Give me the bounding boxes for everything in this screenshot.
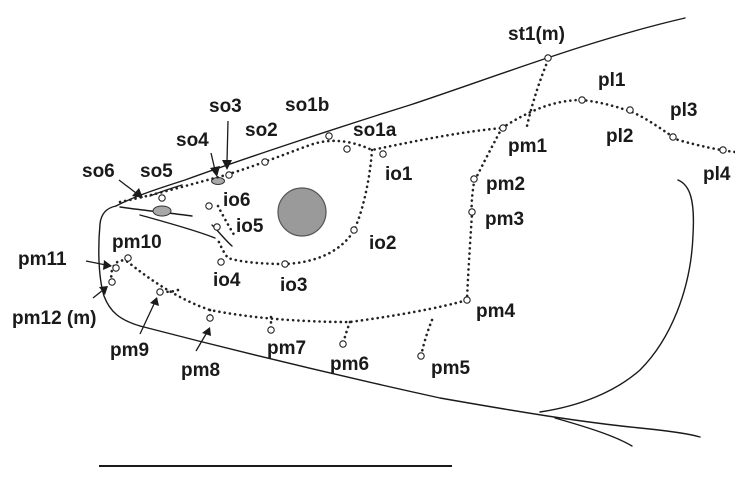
pore-pm8 [206,314,214,322]
label-pm3: pm3 [485,209,524,230]
label-so5: so5 [140,161,173,182]
label-io6: io6 [223,190,250,211]
label-io3: io3 [280,275,307,296]
label-so3: so3 [209,96,242,117]
eye [277,187,327,237]
pore-so5 [158,194,166,202]
arrow-pm8 [195,327,211,352]
label-pm8: pm8 [181,360,220,381]
pore-pl3 [669,133,677,141]
supratemporal-canal [525,58,550,128]
pore-so2 [261,158,269,166]
anterior-nostril [152,205,172,217]
infraorbital-canal [215,148,374,266]
pore-so1b [325,132,333,140]
pores [108,54,727,360]
arrow-so6 [118,179,143,198]
upper-lip-line [139,214,216,239]
pore-io2 [350,226,358,234]
pore-io4 [217,258,225,266]
arrow-so3 [222,120,232,170]
pore-io5 [213,223,221,231]
ventral-outline [139,325,701,438]
arrow-so4 [210,152,220,177]
pore-pm3 [468,208,476,216]
pectoral-edge-line [554,417,633,447]
pore-io1 [379,150,387,158]
label-io1: io1 [385,164,413,185]
label-pm5: pm5 [431,358,471,379]
pore-pm9 [156,288,164,296]
label-pl3: pl3 [670,100,697,121]
label-pm2: pm2 [486,174,525,195]
pore-pm12 [108,278,116,286]
pore-st1 [544,54,552,62]
pore-pm7 [267,326,275,334]
pore-pm10 [124,254,132,262]
label-so1b: so1b [285,95,329,116]
pore-pl1 [578,96,586,104]
label-pm10: pm10 [112,232,162,253]
arrow-pm12 [92,286,108,299]
label-pm7: pm7 [267,338,306,359]
label-st1: st1(m) [508,24,565,45]
preopercular-mandibular-canal [109,126,504,324]
label-pl2: pl2 [606,126,633,147]
label-pm9: pm9 [110,340,149,361]
label-so4: so4 [176,130,209,151]
label-pm11: pm11 [18,249,67,270]
arrows [85,120,232,352]
label-io5: io5 [236,216,264,237]
label-pm12: pm12 (m) [12,308,96,329]
label-so2: so2 [245,120,278,141]
label-pl4: pl4 [703,164,731,185]
pore-pl2 [626,106,634,114]
arrow-pm11 [85,260,112,270]
label-pm6: pm6 [330,354,369,375]
label-io2: io2 [369,233,396,254]
label-pm4: pm4 [476,301,516,322]
label-pm1: pm1 [508,136,548,157]
pore-pm1 [499,124,507,132]
pore-so1a [343,145,351,153]
pore-pm5 [417,352,425,360]
arrow-pm9 [139,297,159,335]
pore-so3 [225,171,233,179]
pore-pl4 [719,146,727,154]
label-io4: io4 [213,270,241,291]
dorsal-outline [115,17,686,207]
gill-opening-outline [539,179,695,413]
pore-pm2 [470,175,478,183]
pore-pm6 [339,340,347,348]
labels: st1(m) pl1 pl2 pl3 pl4 so1b so1a so2 so3… [12,24,731,381]
snout-outline [98,205,141,327]
pore-io3 [281,260,289,268]
label-so6: so6 [82,161,115,182]
pore-io6 [205,202,213,210]
label-so1a: so1a [353,120,397,141]
pore-pm4 [463,296,471,304]
canal-branch-pm5 [419,318,434,358]
label-pl1: pl1 [598,70,626,91]
pore-pm11 [112,264,120,272]
